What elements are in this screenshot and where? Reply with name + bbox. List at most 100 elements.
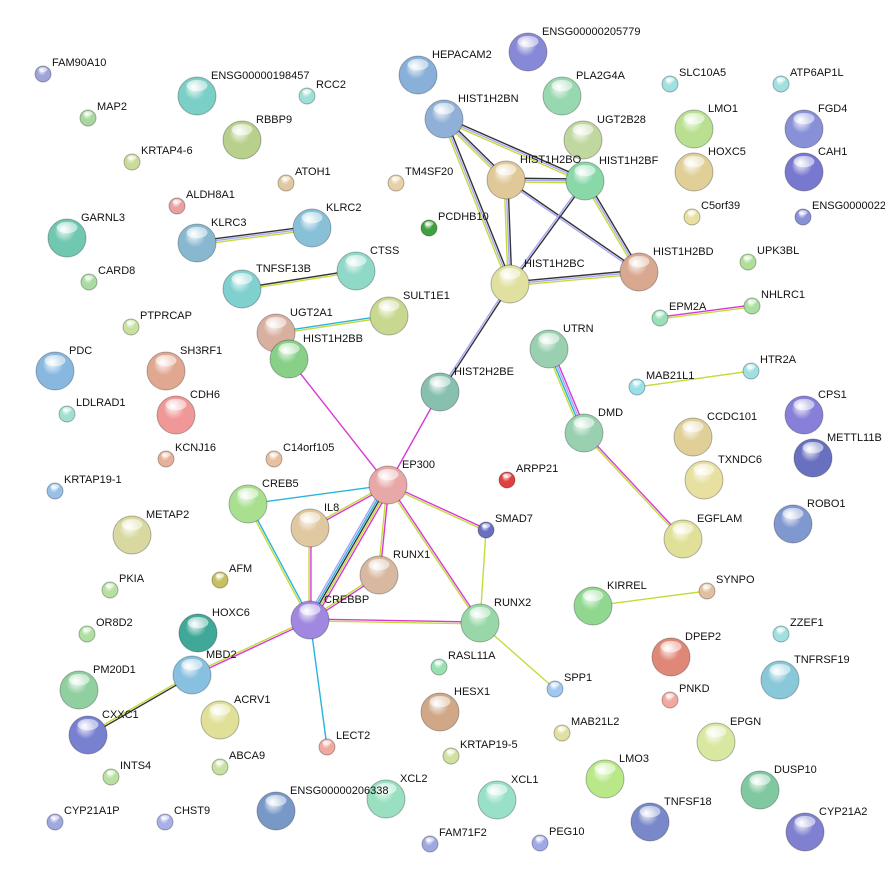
node-mab21l1[interactable]: MAB21L1 (628, 370, 694, 396)
node-ensg00000206338[interactable]: ENSG00000206338 (256, 785, 388, 831)
node-ep300[interactable]: EP300 (368, 459, 435, 505)
node-fam90a10[interactable]: FAM90A10 (34, 57, 106, 83)
node-pnkd[interactable]: PNKD (661, 683, 710, 709)
node-cah1[interactable]: CAH1 (784, 146, 847, 192)
edge-crebbp-mbd2[interactable] (191, 618, 311, 677)
node-cxxc1[interactable]: CXXC1 (68, 709, 139, 755)
edge-hist1h2bf-hist1h2bc[interactable] (508, 180, 587, 285)
node-ints4[interactable]: INTS4 (102, 760, 151, 786)
node-hist1h2bc[interactable]: HIST1H2BC (490, 258, 585, 304)
node-crebbp[interactable]: CREBBP (290, 594, 369, 640)
node-krtap4-6[interactable]: KRTAP4-6 (123, 145, 193, 171)
edge-epm2a-nhlrc1[interactable] (659, 304, 753, 320)
node-xcl1[interactable]: XCL1 (477, 774, 539, 820)
node-il8[interactable]: IL8 (290, 502, 339, 548)
node-garnl3[interactable]: GARNL3 (47, 212, 125, 258)
node-c5orf39[interactable]: C5orf39 (683, 200, 740, 226)
node-rasl11a[interactable]: RASL11A (430, 650, 496, 676)
node-xcl2[interactable]: XCL2 (366, 773, 428, 819)
node-dusp10[interactable]: DUSP10 (740, 764, 817, 810)
node-acrv1[interactable]: ACRV1 (200, 694, 270, 740)
node-hist1h2bo[interactable]: HIST1H2BO (486, 154, 582, 200)
edge-hist1h2bc-hist1h2bd[interactable] (509, 269, 640, 287)
node-txndc6[interactable]: TXNDC6 (684, 454, 762, 500)
node-fam71f2[interactable]: FAM71F2 (421, 827, 487, 853)
node-hist1h2bb[interactable]: HIST1H2BB (269, 333, 363, 379)
node-upk3bl[interactable]: UPK3BL (739, 245, 799, 271)
node-ptprcap[interactable]: PTPRCAP (122, 310, 192, 336)
node-ensg0000022[interactable]: ENSG0000022 (794, 200, 885, 226)
node-hist1h2bd[interactable]: HIST1H2BD (619, 246, 714, 292)
node-rbbp9[interactable]: RBBP9 (222, 114, 292, 160)
node-fgd4[interactable]: FGD4 (784, 103, 847, 149)
edge-mbd2-cxxc1[interactable] (87, 673, 193, 737)
node-ensg00000205779[interactable]: ENSG00000205779 (508, 26, 640, 72)
node-c14orf105[interactable]: C14orf105 (265, 442, 334, 468)
node-ugt2b28[interactable]: UGT2B28 (563, 114, 646, 160)
node-dmd[interactable]: DMD (564, 407, 623, 453)
node-dpep2[interactable]: DPEP2 (651, 631, 721, 677)
node-hepacam2[interactable]: HEPACAM2 (398, 49, 492, 95)
edge-tnfsf13b-ctss[interactable] (241, 269, 357, 291)
node-hist1h2bf[interactable]: HIST1H2BF (565, 155, 659, 201)
node-hoxc6[interactable]: HOXC6 (178, 607, 250, 653)
node-smad7[interactable]: SMAD7 (477, 513, 533, 539)
node-hist1h2bn[interactable]: HIST1H2BN (424, 93, 519, 139)
node-map2[interactable]: MAP2 (79, 101, 127, 127)
node-pla2g4a[interactable]: PLA2G4A (542, 70, 626, 116)
node-epm2a[interactable]: EPM2A (651, 301, 707, 327)
node-sult1e1[interactable]: SULT1E1 (369, 290, 450, 336)
edge-ep300-crebbp[interactable] (306, 482, 392, 623)
edge-hist1h2bb-ep300[interactable] (288, 358, 389, 486)
node-atoh1[interactable]: ATOH1 (277, 166, 331, 192)
node-krtap19-5[interactable]: KRTAP19-5 (442, 739, 518, 765)
node-rcc2[interactable]: RCC2 (298, 79, 346, 105)
node-aldh8a1[interactable]: ALDH8A1 (168, 189, 235, 215)
node-peg10[interactable]: PEG10 (531, 826, 584, 852)
node-mbd2[interactable]: MBD2 (172, 649, 237, 695)
node-krtap19-1[interactable]: KRTAP19-1 (46, 474, 122, 500)
node-ensg00000198457[interactable]: ENSG00000198457 (177, 70, 309, 116)
node-tnfrsf19[interactable]: TNFRSF19 (760, 654, 850, 700)
node-arpp21[interactable]: ARPP21 (498, 463, 558, 489)
edge-dmd-egflam[interactable] (582, 431, 685, 541)
node-card8[interactable]: CARD8 (80, 265, 135, 291)
node-ccdc101[interactable]: CCDC101 (673, 411, 757, 457)
node-or8d2[interactable]: OR8D2 (78, 617, 133, 643)
node-afm[interactable]: AFM (211, 563, 252, 589)
edge-creb5-crebbp[interactable] (246, 503, 312, 621)
node-hesx1[interactable]: HESX1 (420, 686, 490, 732)
edge-hist1h2bo-hist1h2bd[interactable] (505, 178, 640, 274)
node-mettl11b[interactable]: METTL11B (793, 432, 882, 478)
edge-crebbp-runx2[interactable] (309, 618, 481, 625)
node-pdc[interactable]: PDC (35, 345, 92, 391)
node-egflam[interactable]: EGFLAM (663, 513, 742, 559)
edge-crebbp-lect2[interactable] (309, 619, 328, 748)
edge-hist1h2bn-hist1h2bf[interactable] (442, 116, 587, 184)
node-cdh6[interactable]: CDH6 (156, 389, 220, 435)
node-ldlrad1[interactable]: LDLRAD1 (58, 397, 126, 423)
node-epgn[interactable]: EPGN (696, 716, 761, 762)
node-spp1[interactable]: SPP1 (546, 672, 592, 698)
node-utrn[interactable]: UTRN (529, 323, 594, 369)
edge-kirrel-synpo[interactable] (592, 590, 708, 607)
node-lmo1[interactable]: LMO1 (674, 103, 738, 149)
node-mab21l2[interactable]: MAB21L2 (553, 716, 619, 742)
node-htr2a[interactable]: HTR2A (742, 354, 797, 380)
node-pm20d1[interactable]: PM20D1 (59, 664, 136, 710)
node-atp6ap1l[interactable]: ATP6AP1L (772, 67, 844, 93)
node-lmo3[interactable]: LMO3 (585, 753, 649, 799)
edge-ugt2a1-sult1e1[interactable] (275, 314, 390, 335)
node-kcnj16[interactable]: KCNJ16 (157, 442, 216, 468)
edge-hist1h2bn-hist1h2bc[interactable] (441, 118, 513, 285)
node-synpo[interactable]: SYNPO (698, 574, 755, 600)
node-lect2[interactable]: LECT2 (318, 730, 370, 756)
node-chst9[interactable]: CHST9 (156, 805, 210, 831)
node-pkia[interactable]: PKIA (101, 573, 145, 599)
node-robo1[interactable]: ROBO1 (773, 498, 846, 544)
node-tnfsf18[interactable]: TNFSF18 (630, 796, 712, 842)
node-pcdhb10[interactable]: PCDHB10 (420, 211, 489, 237)
node-runx2[interactable]: RUNX2 (460, 597, 531, 643)
node-hist2h2be[interactable]: HIST2H2BE (420, 366, 514, 412)
edge-klrc3-klrc2[interactable] (196, 225, 313, 246)
